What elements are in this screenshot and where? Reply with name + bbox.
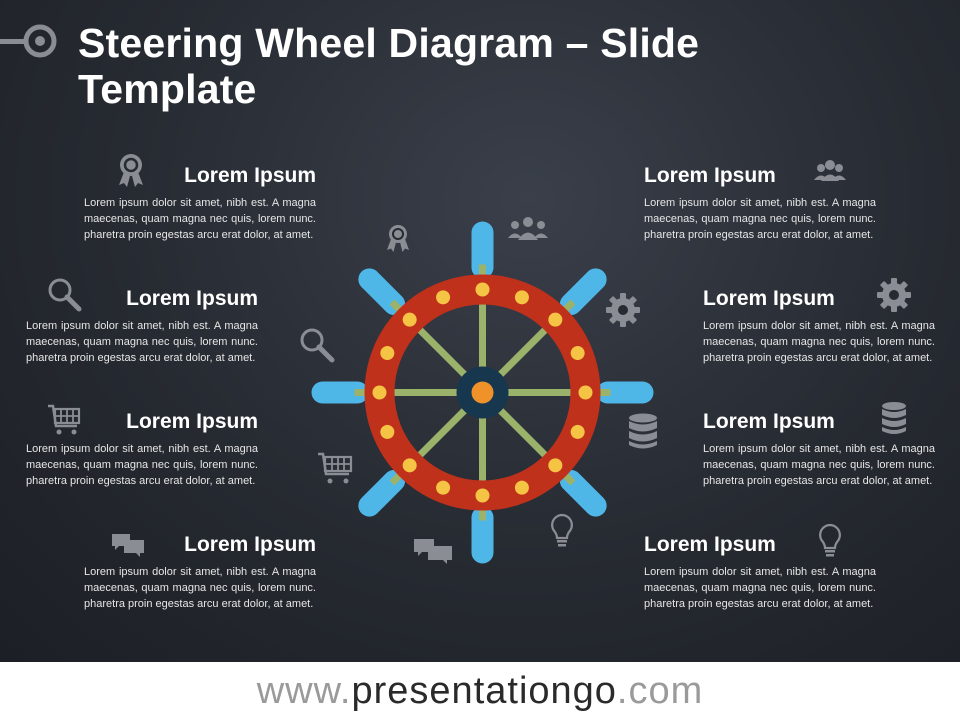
team-icon <box>508 217 548 240</box>
item-right-2: Lorem Ipsum Lorem ipsum dolor sit amet, … <box>703 286 935 366</box>
slide-title: Steering Wheel Diagram – Slide Template <box>78 20 700 112</box>
item-text: Lorem ipsum dolor sit amet, nibh est. A … <box>703 320 935 364</box>
item-right-4: Lorem Ipsum Lorem ipsum dolor sit amet, … <box>644 532 876 612</box>
shopping-cart-icon <box>318 452 353 484</box>
award-ribbon-icon <box>387 225 409 252</box>
lightbulb-icon <box>819 523 841 557</box>
item-title: Lorem Ipsum <box>126 287 258 310</box>
rim-dots <box>372 282 593 503</box>
gear-icon <box>877 278 911 312</box>
award-ribbon-icon <box>119 154 143 187</box>
magnifier-icon <box>300 328 335 363</box>
lightbulb-icon <box>551 513 573 547</box>
item-text: Lorem ipsum dolor sit amet, nibh est. A … <box>26 443 258 487</box>
item-title: Lorem Ipsum <box>703 287 835 310</box>
item-text: Lorem ipsum dolor sit amet, nibh est. A … <box>703 443 935 487</box>
team-icon <box>814 160 846 181</box>
item-text: Lorem ipsum dolor sit amet, nibh est. A … <box>644 566 876 610</box>
item-title: Lorem Ipsum <box>703 410 835 433</box>
item-text: Lorem ipsum dolor sit amet, nibh est. A … <box>84 566 316 610</box>
chat-bubbles-icon <box>414 539 452 564</box>
wheel-hub-center <box>471 381 494 404</box>
item-title: Lorem Ipsum <box>126 410 258 433</box>
shopping-cart-icon <box>48 404 81 435</box>
item-title: Lorem Ipsum <box>184 533 316 556</box>
item-text: Lorem ipsum dolor sit amet, nibh est. A … <box>84 197 316 241</box>
magnifier-icon <box>48 278 82 312</box>
item-text: Lorem ipsum dolor sit amet, nibh est. A … <box>644 197 876 241</box>
item-left-2: Lorem Ipsum Lorem ipsum dolor sit amet, … <box>26 286 258 366</box>
item-text: Lorem ipsum dolor sit amet, nibh est. A … <box>26 320 258 364</box>
steering-wheel-diagram <box>300 217 657 564</box>
database-icon <box>882 402 906 434</box>
item-title: Lorem Ipsum <box>644 164 776 187</box>
gear-icon <box>606 293 640 327</box>
item-right-3: Lorem Ipsum Lorem ipsum dolor sit amet, … <box>703 409 935 489</box>
footer-prefix: www. <box>256 670 352 712</box>
footer-branding: www.presentationgo.com <box>0 662 960 720</box>
wheel-handles <box>311 221 654 564</box>
footer-suffix: .com <box>616 670 704 712</box>
logo-key-icon <box>0 24 57 58</box>
item-title: Lorem Ipsum <box>644 533 776 556</box>
item-title: Lorem Ipsum <box>184 164 316 187</box>
database-icon <box>629 413 657 449</box>
item-left-4: Lorem Ipsum Lorem ipsum dolor sit amet, … <box>84 532 316 612</box>
item-left-1: Lorem Ipsum Lorem ipsum dolor sit amet, … <box>84 163 316 243</box>
item-right-1: Lorem Ipsum Lorem ipsum dolor sit amet, … <box>644 163 876 243</box>
footer-brand: presentationgo <box>351 670 617 712</box>
item-left-3: Lorem Ipsum Lorem ipsum dolor sit amet, … <box>26 409 258 489</box>
chat-bubbles-icon <box>112 534 144 557</box>
slide-canvas: Steering Wheel Diagram – Slide Template … <box>0 0 960 662</box>
